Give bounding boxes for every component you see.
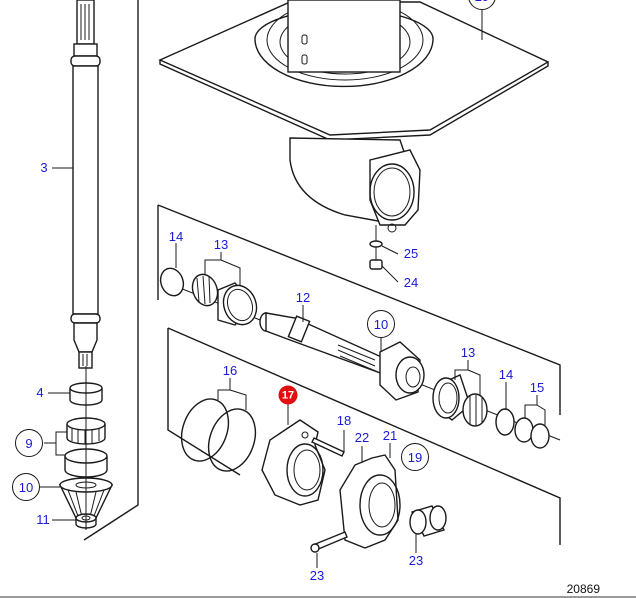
callout-10-left[interactable]: 10 — [12, 473, 40, 501]
group-frame-horizontal-shaft — [157, 204, 561, 415]
bottom-divider — [0, 596, 636, 598]
upper-gear-housing — [158, 0, 550, 233]
drain-plug-and-washer — [369, 225, 399, 283]
callout-18[interactable]: 18 — [336, 413, 352, 428]
callout-13-lower[interactable]: 13 — [460, 345, 476, 360]
shim-ring-lower — [495, 408, 515, 436]
bearing-cover — [339, 454, 401, 549]
illustration-reference-number: 20869 — [566, 582, 600, 596]
callout-24[interactable]: 24 — [403, 275, 419, 290]
callout-23[interactable]: 23 — [408, 553, 424, 568]
callout-25[interactable]: 25 — [403, 246, 419, 261]
callout-19[interactable]: 19 — [401, 443, 429, 471]
callout-17-highlighted[interactable]: 17 — [278, 385, 298, 405]
callout-10-right[interactable]: 10 — [367, 310, 395, 338]
bearing-housing — [261, 419, 345, 506]
shim-ring — [159, 267, 185, 297]
callout-4[interactable]: 4 — [36, 385, 44, 400]
bevel-gear-horizontal — [379, 341, 425, 401]
vertical-drive-shaft — [70, 0, 101, 369]
callout-13-upper[interactable]: 13 — [213, 237, 229, 252]
callout-14-lower[interactable]: 14 — [498, 367, 514, 382]
callout-15[interactable]: 15 — [529, 380, 545, 395]
callout-14-upper[interactable]: 14 — [168, 229, 184, 244]
callout-22[interactable]: 23 — [309, 568, 325, 583]
callout-21[interactable]: 22 — [354, 430, 370, 445]
callout-9[interactable]: 9 — [15, 429, 43, 457]
group-frame-vertical-shaft — [83, 0, 139, 541]
tapered-roller-bearing-upper — [191, 273, 258, 326]
leader-lines — [40, 10, 546, 568]
callout-12[interactable]: 12 — [295, 290, 311, 305]
callout-16[interactable]: 16 — [222, 363, 238, 378]
pinion-shaft — [259, 312, 389, 375]
tapered-roller-bearing-lower — [432, 374, 488, 427]
seal-rings — [514, 417, 550, 449]
callout-3[interactable]: 3 — [40, 160, 48, 175]
callout-11[interactable]: 11 — [36, 512, 50, 527]
o-rings — [180, 398, 257, 472]
bushing — [409, 505, 447, 537]
callout-20[interactable]: 21 — [382, 428, 398, 443]
